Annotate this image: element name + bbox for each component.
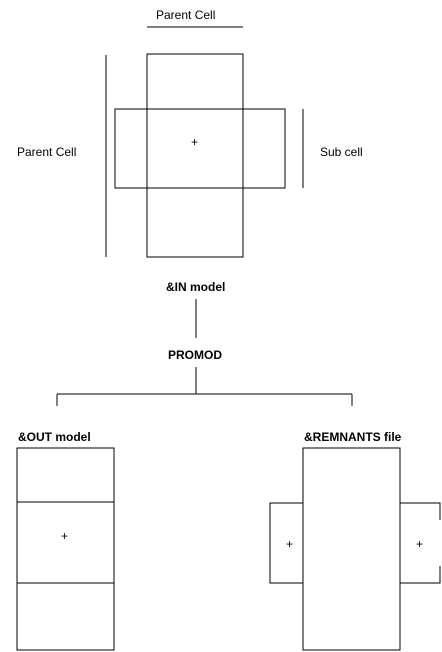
parent-cell-horizontal-rect bbox=[114, 108, 286, 189]
parent-cell-left-label: Parent Cell bbox=[17, 145, 76, 159]
out-model-label: &OUT model bbox=[18, 430, 91, 444]
sub-cell-label: Sub cell bbox=[320, 145, 363, 159]
remnant-left-mark: + bbox=[286, 537, 293, 551]
remnant-right-piece-bottom bbox=[400, 566, 441, 584]
parent-cell-top-label: Parent Cell bbox=[156, 8, 215, 22]
center-mark: + bbox=[191, 135, 198, 149]
out-model-rect bbox=[16, 447, 115, 651]
in-model-label: &IN model bbox=[166, 280, 225, 294]
out-model-center-mark: + bbox=[61, 529, 68, 543]
promod-label: PROMOD bbox=[168, 348, 222, 362]
remnants-file-label: &REMNANTS file bbox=[304, 430, 402, 444]
remnant-right-mark: + bbox=[416, 537, 423, 551]
remnants-file-rect bbox=[302, 447, 401, 651]
remnant-right-piece-top bbox=[400, 502, 441, 520]
remnant-left-piece bbox=[269, 502, 303, 584]
parent-cell-vertical-rect bbox=[146, 53, 244, 258]
